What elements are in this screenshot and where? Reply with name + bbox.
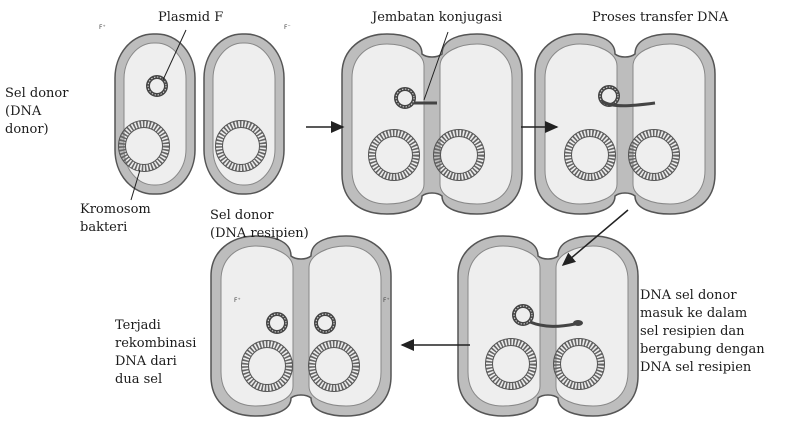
recipient-label-1: Sel donor bbox=[210, 208, 273, 224]
fminus-mark-1: F⁻ bbox=[284, 24, 291, 31]
transfer-desc-3: sel resipien dan bbox=[640, 324, 745, 340]
recombined-pair bbox=[211, 236, 391, 416]
donor-label-2: (DNA bbox=[5, 104, 41, 120]
fplus-mark-2: F⁺ bbox=[234, 297, 241, 304]
fplus-mark-3: F⁺ bbox=[383, 297, 390, 304]
recombination-label-1: Terjadi bbox=[115, 318, 161, 334]
fplus-mark-1: F⁺ bbox=[99, 24, 106, 31]
transfer-desc-5: DNA sel resipien bbox=[640, 360, 751, 376]
conjugation-pair-2 bbox=[535, 34, 715, 214]
donor-cell bbox=[115, 34, 195, 194]
transfer-desc-4: bergabung dengan bbox=[640, 342, 765, 358]
donor-label-1: Sel donor bbox=[5, 86, 68, 102]
chromosome-label-2: bakteri bbox=[80, 220, 127, 236]
conjugation-pair-1 bbox=[342, 34, 522, 214]
transfer-desc-2: masuk ke dalam bbox=[640, 306, 747, 322]
recombination-label-4: dua sel bbox=[115, 372, 162, 388]
transfer-desc-1: DNA sel donor bbox=[640, 288, 737, 304]
conjugation-pair-3 bbox=[458, 236, 638, 416]
plasmid-label: Plasmid F bbox=[158, 10, 223, 26]
chromosome-label-1: Kromosom bbox=[80, 202, 151, 218]
recombination-label-3: DNA dari bbox=[115, 354, 177, 370]
recipient-cell bbox=[204, 34, 284, 194]
recombination-label-2: rekombinasi bbox=[115, 336, 196, 352]
bridge-label: Jembatan konjugasi bbox=[372, 10, 502, 26]
donor-label-3: donor) bbox=[5, 122, 49, 138]
transfer-label: Proses transfer DNA bbox=[592, 10, 728, 26]
recipient-label-2: (DNA resipien) bbox=[210, 226, 309, 242]
